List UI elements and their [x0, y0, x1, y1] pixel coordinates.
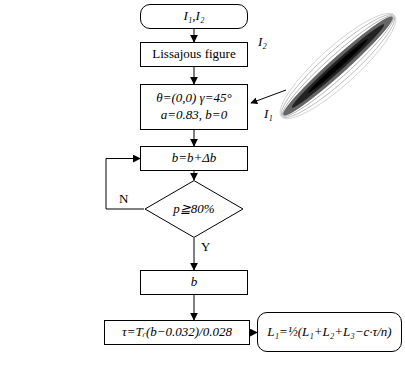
flow-arrow — [194, 67, 195, 84]
node-text: θ=(0,0) γ=45° a=0.83, b=0 — [146, 90, 242, 124]
node-text: p≧80% — [173, 201, 214, 218]
node-text: τ=Tᵣ(b−0.032)/0.028 — [122, 324, 232, 341]
flow-arrow — [250, 332, 257, 333]
leader-arrow — [251, 90, 286, 103]
branch-label: Y — [200, 239, 211, 255]
flow-arrow — [194, 238, 195, 270]
node-text: b=b+Δb — [172, 150, 217, 167]
flow-arrow — [194, 171, 195, 180]
process-box: θ=(0,0) γ=45° a=0.83, b=0 — [140, 84, 248, 130]
branch-label: N — [118, 191, 129, 207]
process-box: Lissajous figure — [140, 42, 248, 67]
node-text: b — [191, 274, 198, 291]
signal-label: I₁ — [263, 106, 274, 122]
process-box: τ=Tᵣ(b−0.032)/0.028 — [104, 320, 250, 345]
flow-arrow — [194, 130, 195, 146]
lissajous-figure — [269, 1, 405, 131]
flow-arrow — [106, 159, 144, 210]
end-box: L₁=½(L₁+L₂+L₃−c·τ/n) — [257, 312, 402, 352]
signal-label: I₂ — [257, 34, 268, 50]
process-box: b — [140, 270, 248, 295]
process-box: b=b+Δb — [140, 146, 248, 171]
node-text: Lissajous figure — [152, 46, 235, 63]
start-box: I₁,I₂ — [140, 4, 248, 29]
node-text: I₁,I₂ — [184, 8, 205, 25]
decision-diamond: p≧80% — [144, 180, 244, 238]
flow-arrow — [194, 29, 195, 42]
flow-arrow — [194, 295, 195, 320]
node-text: L₁=½(L₁+L₂+L₃−c·τ/n) — [267, 324, 391, 341]
